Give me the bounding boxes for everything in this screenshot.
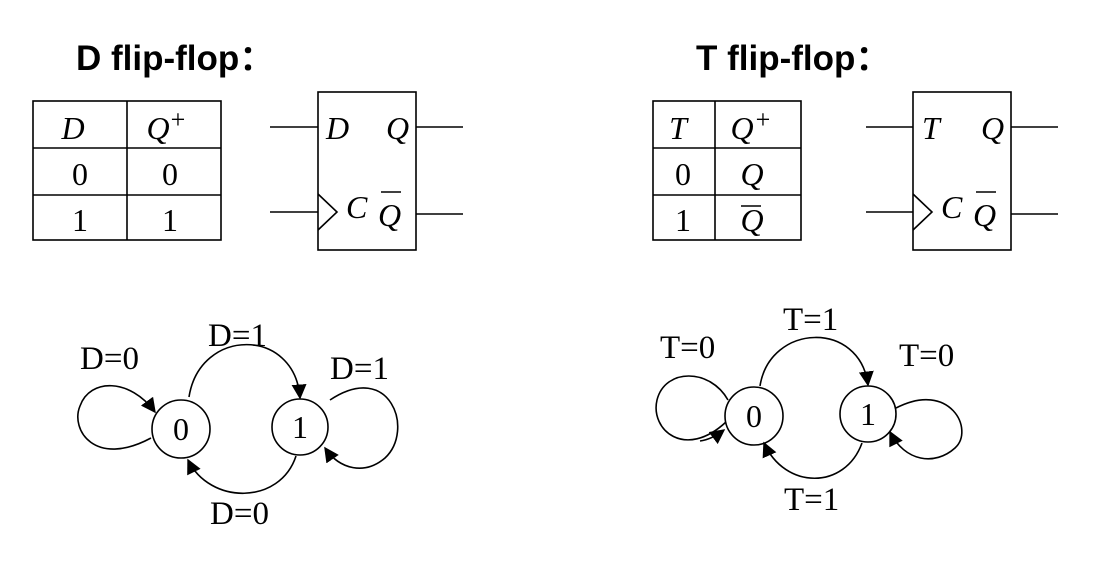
clock-triangle-icon (912, 193, 934, 231)
t-self-loop-0-arrow (699, 429, 726, 445)
t-flipflop-title: T flip-flop： (696, 39, 890, 78)
d-table-cell: 0 (162, 156, 178, 192)
d-table-header-next-state: Q (146, 110, 169, 146)
t-block-q-bar-label: Q (973, 197, 996, 233)
t-transition-forward (759, 336, 874, 387)
t-table-cell: 1 (675, 202, 691, 238)
d-state-1-label: 1 (292, 409, 308, 445)
d-transition-back (187, 455, 297, 495)
d-block-symbol: D Q C Q (270, 91, 463, 251)
t-block-box (912, 91, 1012, 251)
d-self-loop-0 (77, 384, 156, 450)
t-state-diagram: 0 1 T=0 T=1 T=0 T=1 (655, 302, 963, 518)
d-block-input-label: D (325, 110, 349, 146)
d-block-clock-label: C (346, 189, 368, 225)
t-self-loop-0 (655, 375, 729, 441)
t-flipflop-section: T flip-flop： T Q + 0 Q 1 Q T Q C (652, 39, 1058, 518)
d-block-box (317, 91, 417, 251)
d-flipflop-title: D flip-flop： (76, 39, 274, 78)
t-transition-back (762, 441, 863, 479)
t-self-loop-0-label: T=0 (660, 330, 715, 366)
d-table-cell: 1 (162, 202, 178, 238)
t-forward-label: T=1 (783, 302, 838, 338)
t-block-input-label: T (922, 110, 942, 146)
t-truth-table: T Q + 0 Q 1 Q (652, 100, 802, 241)
t-table-cell: Q (740, 202, 763, 238)
t-self-loop-1-label: T=0 (899, 338, 954, 374)
d-back-label: D=0 (210, 496, 269, 532)
t-table-header-input: T (669, 110, 689, 146)
t-table-header-next-state: Q (730, 110, 753, 146)
d-state-0-label: 0 (173, 411, 189, 447)
d-transition-forward (188, 343, 307, 400)
d-flipflop-section: D flip-flop： D Q + 0 0 1 1 D Q C Q (32, 39, 463, 532)
t-block-symbol: T Q C Q (866, 91, 1058, 251)
t-block-clock-label: C (941, 189, 963, 225)
t-state-1-label: 1 (860, 396, 876, 432)
d-self-loop-1 (324, 387, 399, 469)
d-state-diagram: 0 1 D=0 D=1 D=1 D=0 (77, 318, 399, 532)
t-state-0-label: 0 (746, 398, 762, 434)
t-table-cell: 0 (675, 156, 691, 192)
d-table-cell: 1 (72, 202, 88, 238)
t-back-label: T=1 (784, 482, 839, 518)
d-state-node (151, 399, 211, 459)
d-block-q-bar-label: Q (378, 197, 401, 233)
d-self-loop-1-label: D=1 (330, 351, 389, 387)
d-block-q-label: Q (386, 110, 409, 146)
t-self-loop-1 (889, 399, 963, 460)
t-table-header-plus: + (756, 105, 771, 134)
t-state-node (724, 386, 784, 446)
t-table-border (652, 100, 802, 241)
t-table-cell: Q (740, 156, 763, 192)
d-forward-label: D=1 (208, 318, 267, 354)
clock-triangle-icon (317, 193, 339, 231)
d-truth-table: D Q + 0 0 1 1 (32, 100, 222, 241)
d-table-cell: 0 (72, 156, 88, 192)
d-table-header-plus: + (171, 105, 186, 134)
t-block-q-label: Q (981, 110, 1004, 146)
d-self-loop-0-label: D=0 (80, 341, 139, 377)
d-table-header-input: D (60, 110, 84, 146)
